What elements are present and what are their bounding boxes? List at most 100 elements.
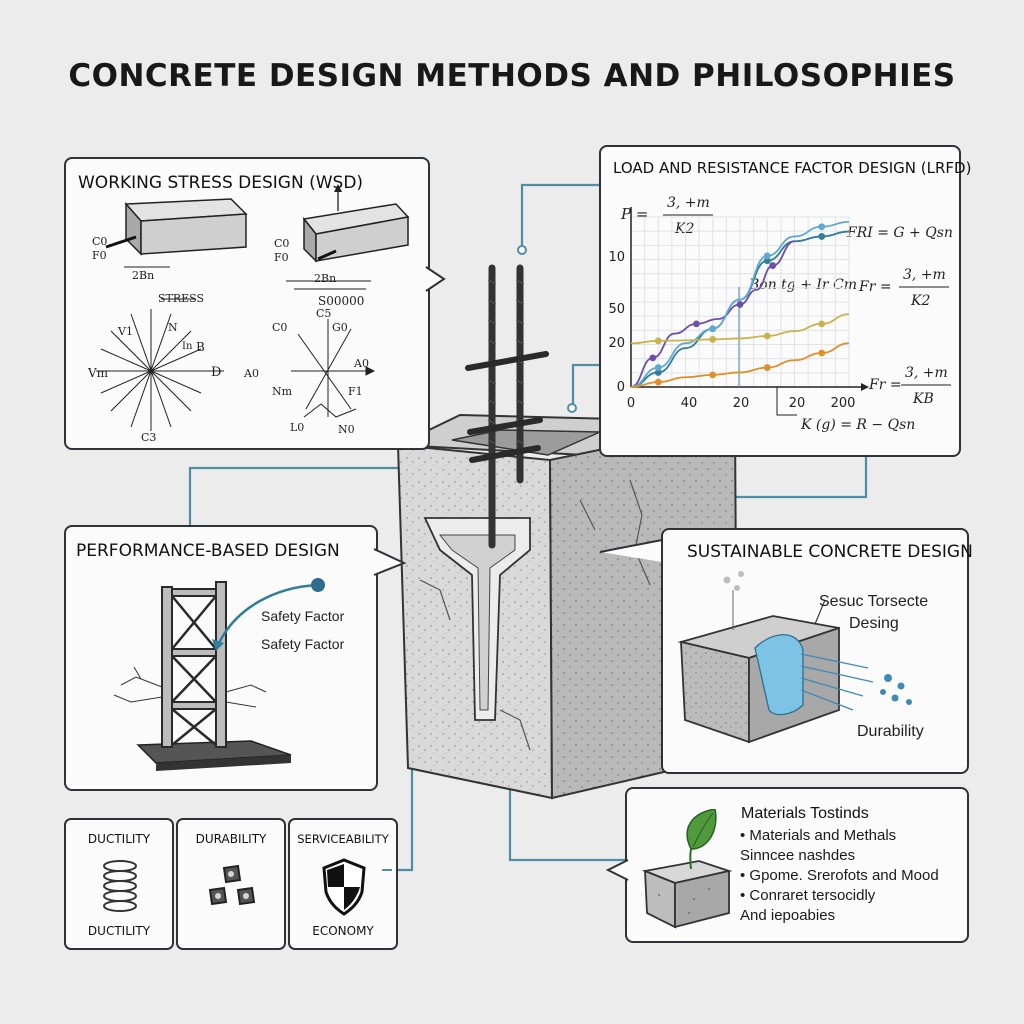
card-ductility-bottom: DUCTILITY <box>87 924 151 938</box>
materials-item: • Conraret tersocidly <box>740 887 876 904</box>
data-point <box>709 371 717 379</box>
wsd-beam-right <box>294 184 410 290</box>
scd-callout-1: Sesuc Torsecte <box>819 593 928 610</box>
materials-item: • Materials and Methals <box>740 827 897 844</box>
materials-panel: Materials Tostinds <box>625 787 969 943</box>
wsd-c-label: C0 <box>92 235 107 248</box>
card-durability-top: DURABILITY <box>195 832 267 846</box>
data-point <box>763 332 771 340</box>
wsd-callout-tail <box>425 266 446 292</box>
scd-sketch: Sesuc Torsecte Desing Durability <box>677 571 928 744</box>
wsd-f1-label: F1 <box>348 385 363 398</box>
data-point <box>763 257 771 265</box>
lrfd-eq-fr2-lhs: Fr = <box>858 279 892 295</box>
wsd-nm-label: Nm <box>272 385 293 398</box>
wsd-f-label-2: F0 <box>274 251 289 264</box>
wsd-dim-label: 2Bn <box>132 269 154 282</box>
data-point <box>818 320 826 328</box>
data-point <box>818 349 826 357</box>
lrfd-eq-bottom: K (g) = R − Qsn <box>800 417 915 433</box>
scd-callout-2: Desing <box>849 615 899 632</box>
x-axis-arrow <box>861 383 869 391</box>
lrfd-eq-fr2-den: K2 <box>910 293 930 309</box>
lrfd-eq-fr2-num: 3, +m <box>903 267 946 283</box>
data-point <box>693 320 700 328</box>
wsd-v1-label: V1 <box>117 325 133 338</box>
pbd-panel: PERFORMANCE-BASED DESIGN <box>64 525 378 791</box>
wsd-sketches: C0 F0 2Bn C0 F0 2Bn STRESS <box>87 184 410 444</box>
wsd-a-right: A0 <box>353 357 369 370</box>
wsd-co-label: C0 <box>272 321 287 334</box>
data-point <box>654 337 662 345</box>
spring-icon <box>103 860 137 912</box>
lrfd-title: LOAD AND RESISTANCE FACTOR DESIGN (LRFD) <box>613 159 972 177</box>
wsd-g-label: G0 <box>332 321 348 334</box>
y-tick-label: 10 <box>608 250 625 265</box>
data-point <box>654 364 662 371</box>
scd-durability: Durability <box>857 723 924 740</box>
pbd-title: PERFORMANCE-BASED DESIGN <box>76 541 340 561</box>
wsd-nb-label: N0 <box>338 423 355 436</box>
materials-item: And iepoabies <box>740 907 836 924</box>
wsd-c3-label: C3 <box>141 431 156 444</box>
card-serviceability: SERVICEABILITY ECONOMY <box>288 818 398 950</box>
wsd-d-label: D <box>211 365 221 380</box>
data-point <box>763 252 771 260</box>
card-ductility: DUCTILITY DUCTILITY <box>64 818 174 950</box>
wsd-v-label: Vm <box>87 366 109 380</box>
wsd-c5-label: C5 <box>316 307 331 320</box>
x-tick-label: 0 <box>627 396 635 411</box>
x-tick-label: 20 <box>733 396 750 411</box>
x-tick-label: 20 <box>789 396 806 411</box>
wsd-stress-diagram-left <box>96 298 224 431</box>
lrfd-eq-fr3-den: KB <box>912 391 934 407</box>
data-point <box>709 336 717 343</box>
scd-title: SUSTAINABLE CONCRETE DESIGN <box>687 542 973 562</box>
lrfd-eq-p-lhs: P = <box>620 205 648 223</box>
lrfd-eq-fr1: FRI = G + Qsn <box>846 225 953 241</box>
wsd-stress-label: STRESS <box>158 292 204 305</box>
y-tick-label: 0 <box>617 380 625 395</box>
wsd-l-label: L0 <box>290 421 304 434</box>
scd-panel: SUSTAINABLE CONCRETE DESIGN <box>661 528 973 774</box>
leaf-block-sketch <box>641 809 733 929</box>
lrfd-eq-p-num: 3, +m <box>667 195 710 211</box>
y-tick-label: 50 <box>608 302 625 317</box>
pbd-callout-tail <box>373 548 407 576</box>
durability-chunks-icon <box>208 864 256 906</box>
series-line <box>630 313 850 345</box>
pbd-safety-2: Safety Factor <box>261 636 345 652</box>
y-tick-label: 20 <box>608 336 625 351</box>
lrfd-eq-fr3-lhs: Fr = <box>868 377 902 393</box>
data-point <box>818 233 826 240</box>
wsd-dim-label-2: 2Bn <box>314 272 336 285</box>
series-line <box>630 240 795 388</box>
cards-connector-dot <box>382 869 392 871</box>
card-ductility-top: DUCTILITY <box>87 832 151 846</box>
wsd-a-left: A0 <box>243 367 259 380</box>
materials-item: Sinncee nashdes <box>740 847 856 864</box>
wsd-b-label: B <box>196 340 205 354</box>
x-tick-label: 200 <box>831 396 856 411</box>
card-durability: DURABILITY <box>176 818 286 950</box>
materials-list: • Materials and Methals Sinncee nashdes … <box>740 826 939 926</box>
wsd-s-value: S00000 <box>318 294 364 308</box>
lrfd-eq-fr3-num: 3, +m <box>905 365 948 381</box>
card-serviceability-top: SERVICEABILITY <box>297 832 389 846</box>
shield-icon <box>322 858 366 916</box>
lrfd-eq-p-den: K2 <box>674 221 694 237</box>
bracket-line <box>776 387 797 416</box>
wsd-n-label: N <box>168 321 178 334</box>
data-point <box>654 369 662 376</box>
data-point <box>649 354 657 362</box>
series-line <box>630 220 850 388</box>
materials-callout-tail <box>605 859 629 881</box>
wsd-title: WORKING STRESS DESIGN (WSD) <box>78 173 364 193</box>
wsd-stress-diagram-right <box>286 280 376 418</box>
data-point <box>709 325 717 333</box>
lrfd-curve-label: Bon tg + Ir Cm <box>748 277 857 293</box>
data-point <box>818 223 826 231</box>
pbd-safety-1: Safety Factor <box>261 608 345 624</box>
page-title: CONCRETE DESIGN METHODS AND PHILOSOPHIES <box>68 58 956 94</box>
